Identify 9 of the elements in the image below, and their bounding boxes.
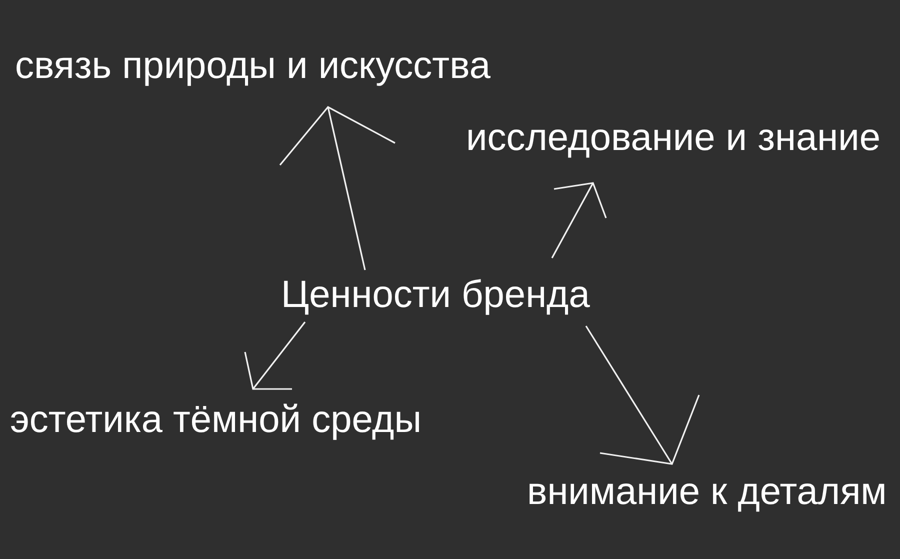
concept-label: исследование и знание xyxy=(466,117,880,161)
concept-label: Ценности бренда xyxy=(281,274,590,318)
concept-label: внимание к деталям xyxy=(527,471,887,515)
concept-label: эстетика тёмной среды xyxy=(10,399,422,443)
arrow xyxy=(585,326,700,465)
concept-label: связь природы и искусства xyxy=(15,45,490,89)
arrow xyxy=(279,106,396,270)
arrow xyxy=(551,182,607,258)
arrow xyxy=(244,322,306,390)
